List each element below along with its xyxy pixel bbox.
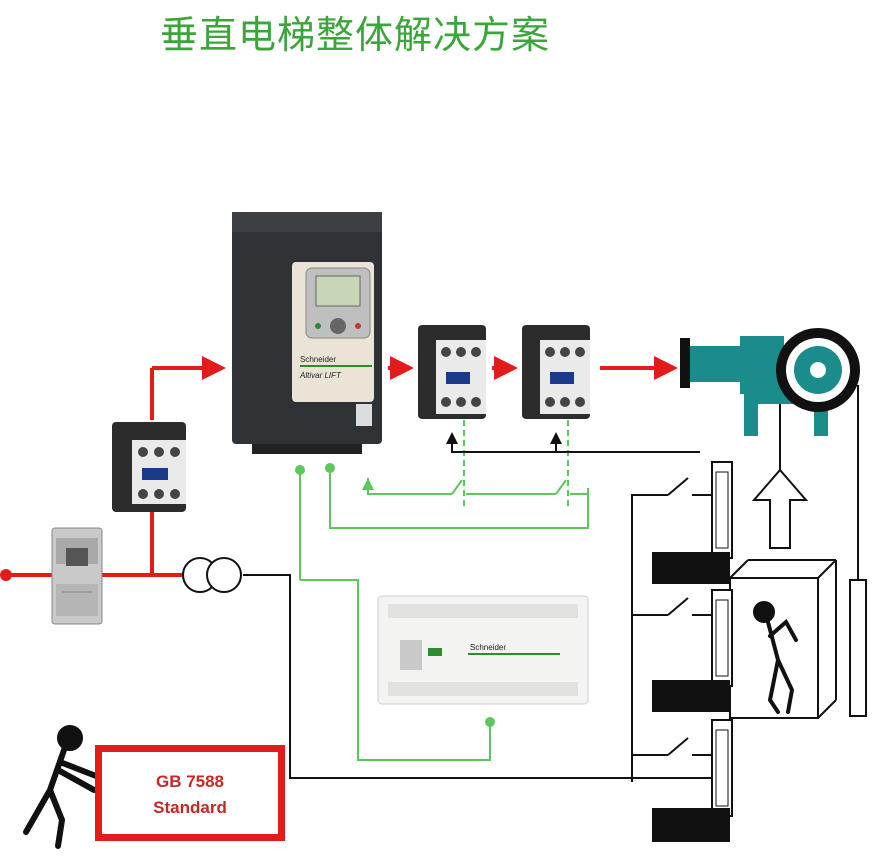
vfd-model-label: Altivar LIFT <box>299 371 342 380</box>
circuit-breaker <box>51 527 103 625</box>
control-lines <box>299 420 589 761</box>
contactor-k2 <box>522 325 590 419</box>
floor-slabs <box>652 552 730 842</box>
diagram-title: 垂直电梯整体解决方案 <box>160 13 551 57</box>
elevator-car <box>729 559 837 719</box>
floor-doors <box>711 461 733 817</box>
standard-label: Standard <box>153 798 227 817</box>
contactor-main <box>112 422 186 512</box>
lift-direction-arrow <box>751 468 809 549</box>
pushing-person-icon <box>23 725 99 849</box>
standard-code: GB 7588 <box>155 772 225 791</box>
trapped-person-icon <box>753 601 798 714</box>
control-dots <box>295 463 495 727</box>
plc-controller: Schneider <box>377 595 589 705</box>
sheave-wheel <box>776 328 860 412</box>
signal-lines <box>243 385 859 782</box>
contactor-k1 <box>418 325 486 419</box>
vfd-brand-label: Schneider <box>300 355 336 364</box>
counterweight <box>849 579 867 717</box>
plc-brand-label: Schneider <box>470 643 506 652</box>
traction-motor <box>680 336 828 436</box>
standard-badge: GB 7588 Standard <box>95 745 285 841</box>
variable-frequency-drive: Schneider Altivar LIFT <box>232 212 382 454</box>
current-transformer <box>182 557 242 593</box>
